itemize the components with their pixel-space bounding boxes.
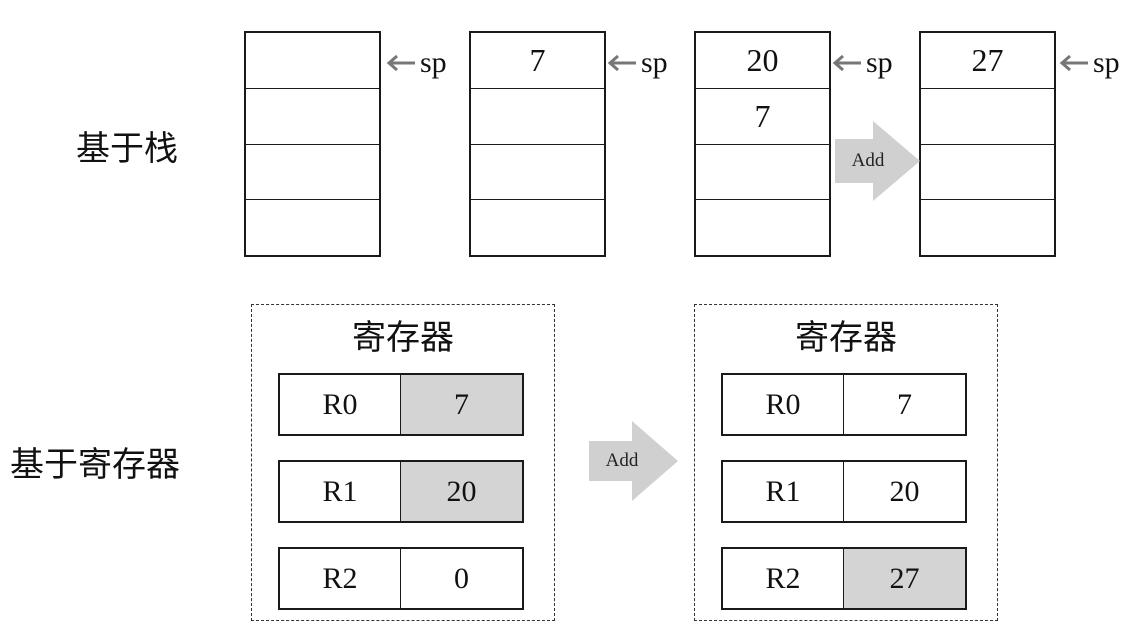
register-name: R1 (723, 462, 844, 521)
register-row: R1 20 (721, 460, 967, 523)
register-row-label: 基于寄存器 (10, 447, 180, 484)
stack-cell (696, 145, 829, 201)
register-row: R0 7 (278, 373, 524, 436)
stack-cell: 20 (696, 33, 829, 89)
left-arrow-icon (386, 55, 415, 71)
stack-cell (246, 145, 379, 201)
stack-4: 27 (919, 31, 1056, 257)
add-label: Add (851, 150, 885, 171)
left-arrow-icon (1059, 55, 1088, 71)
stack-cell (246, 200, 379, 255)
stack-cell (921, 89, 1054, 145)
register-row: R0 7 (721, 373, 967, 436)
register-value: 20 (889, 474, 920, 508)
stack-cell (246, 89, 379, 145)
register-value: 0 (454, 561, 469, 595)
register-name: R2 (280, 549, 401, 608)
add-label: Add (605, 450, 639, 471)
register-name: R0 (280, 375, 401, 434)
register-panel-after: 寄存器 R0 7 R1 20 R2 27 (694, 304, 998, 621)
stack-1 (244, 31, 381, 257)
stack-cell (921, 200, 1054, 255)
add-arrow-stack: Add (835, 121, 920, 201)
stack-pointer-3: sp (832, 46, 893, 80)
register-row: R2 0 (278, 547, 524, 610)
sp-label: sp (1093, 46, 1120, 79)
stack-cell (471, 200, 604, 255)
stack-cell (921, 145, 1054, 201)
register-name: R0 (723, 375, 844, 434)
register-row: R1 20 (278, 460, 524, 523)
stack-cell (696, 200, 829, 255)
stack-pointer-1: sp (386, 46, 447, 80)
stack-cell (471, 145, 604, 201)
stack-cell: 27 (921, 33, 1054, 89)
register-name: R1 (280, 462, 401, 521)
stack-cell (471, 89, 604, 145)
stack-pointer-2: sp (607, 46, 668, 80)
sp-label: sp (420, 46, 447, 79)
left-arrow-icon (607, 55, 636, 71)
stack-cell: 7 (471, 33, 604, 89)
stack-pointer-4: sp (1059, 46, 1120, 80)
stack-3: 20 7 (694, 31, 831, 257)
stack-cell: 7 (696, 89, 829, 145)
register-name: R2 (723, 549, 844, 608)
register-value: 7 (897, 387, 912, 421)
panel-title: 寄存器 (352, 320, 454, 357)
right-arrow-icon (589, 421, 678, 501)
register-value: 27 (844, 549, 965, 608)
register-value: 20 (401, 462, 522, 521)
register-panel-before: 寄存器 R0 7 R1 20 R2 0 (251, 304, 555, 621)
left-arrow-icon (832, 55, 861, 71)
register-value: 7 (401, 375, 522, 434)
stack-2: 7 (469, 31, 606, 257)
right-arrow-icon (835, 121, 920, 201)
sp-label: sp (641, 46, 668, 79)
panel-title: 寄存器 (795, 320, 897, 357)
stack-cell (246, 33, 379, 89)
add-arrow-register: Add (589, 421, 678, 501)
register-row: R2 27 (721, 547, 967, 610)
stack-row-label: 基于栈 (76, 131, 178, 168)
sp-label: sp (866, 46, 893, 79)
